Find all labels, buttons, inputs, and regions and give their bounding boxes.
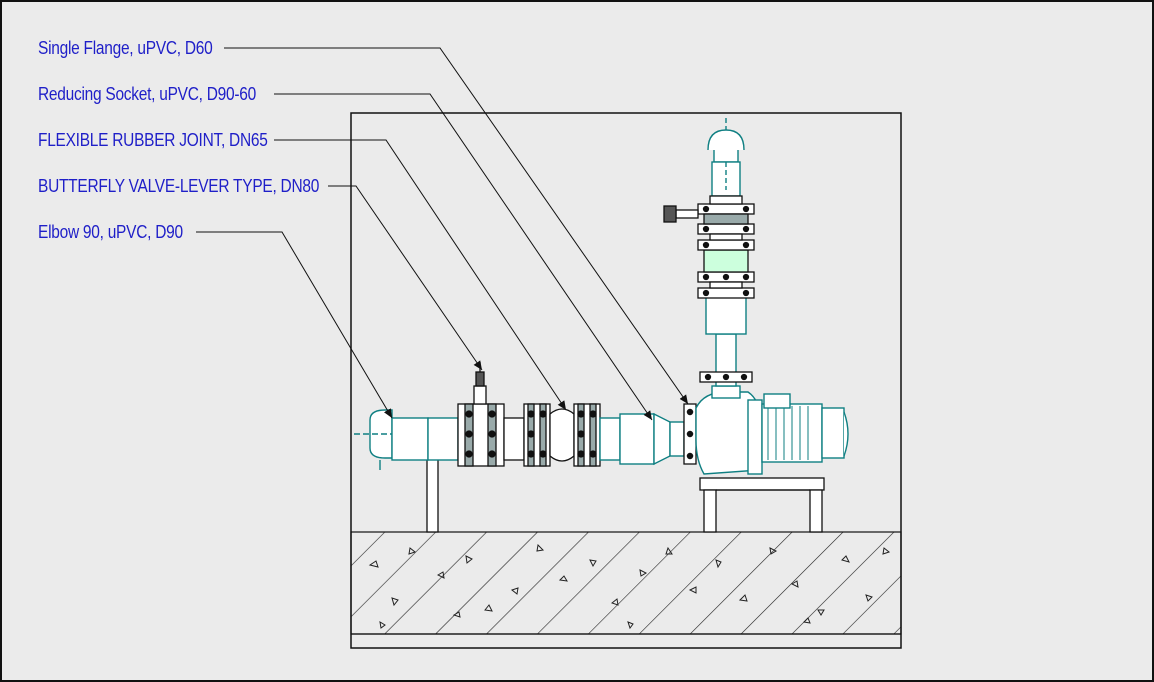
callout-elbow-90: Elbow 90, uPVC, D90 bbox=[38, 222, 183, 242]
reducing-socket bbox=[599, 412, 685, 466]
leader-lines bbox=[196, 47, 689, 421]
leader-single-flange bbox=[224, 47, 689, 405]
flexible-rubber-joint bbox=[549, 403, 601, 467]
pipe-support bbox=[426, 449, 439, 533]
leader-reducing-socket bbox=[274, 93, 653, 421]
pump-and-motor bbox=[695, 391, 849, 475]
butterfly-valve bbox=[457, 362, 505, 467]
callout-single-flange: Single Flange, uPVC, D60 bbox=[38, 38, 213, 58]
discharge-valve-flanges bbox=[663, 195, 755, 383]
room-outline bbox=[350, 112, 902, 649]
callout-flexible-rubber-joint: FLEXIBLE RUBBER JOINT, DN65 bbox=[38, 130, 268, 150]
leader-elbow-90 bbox=[196, 231, 393, 419]
discharge-riser bbox=[705, 118, 747, 399]
leader-butterfly-valve bbox=[328, 185, 483, 371]
flanged-spool bbox=[503, 403, 551, 467]
callout-reducing-socket: Reducing Socket, uPVC, D90-60 bbox=[38, 84, 256, 104]
callout-butterfly-valve: BUTTERFLY VALVE-LEVER TYPE, DN80 bbox=[38, 176, 320, 196]
elbow-90-fitting bbox=[354, 409, 459, 470]
single-flange bbox=[683, 403, 697, 465]
pump-base bbox=[699, 477, 825, 533]
leader-flexible-rubber-joint bbox=[274, 139, 567, 411]
concrete-floor bbox=[350, 531, 902, 635]
